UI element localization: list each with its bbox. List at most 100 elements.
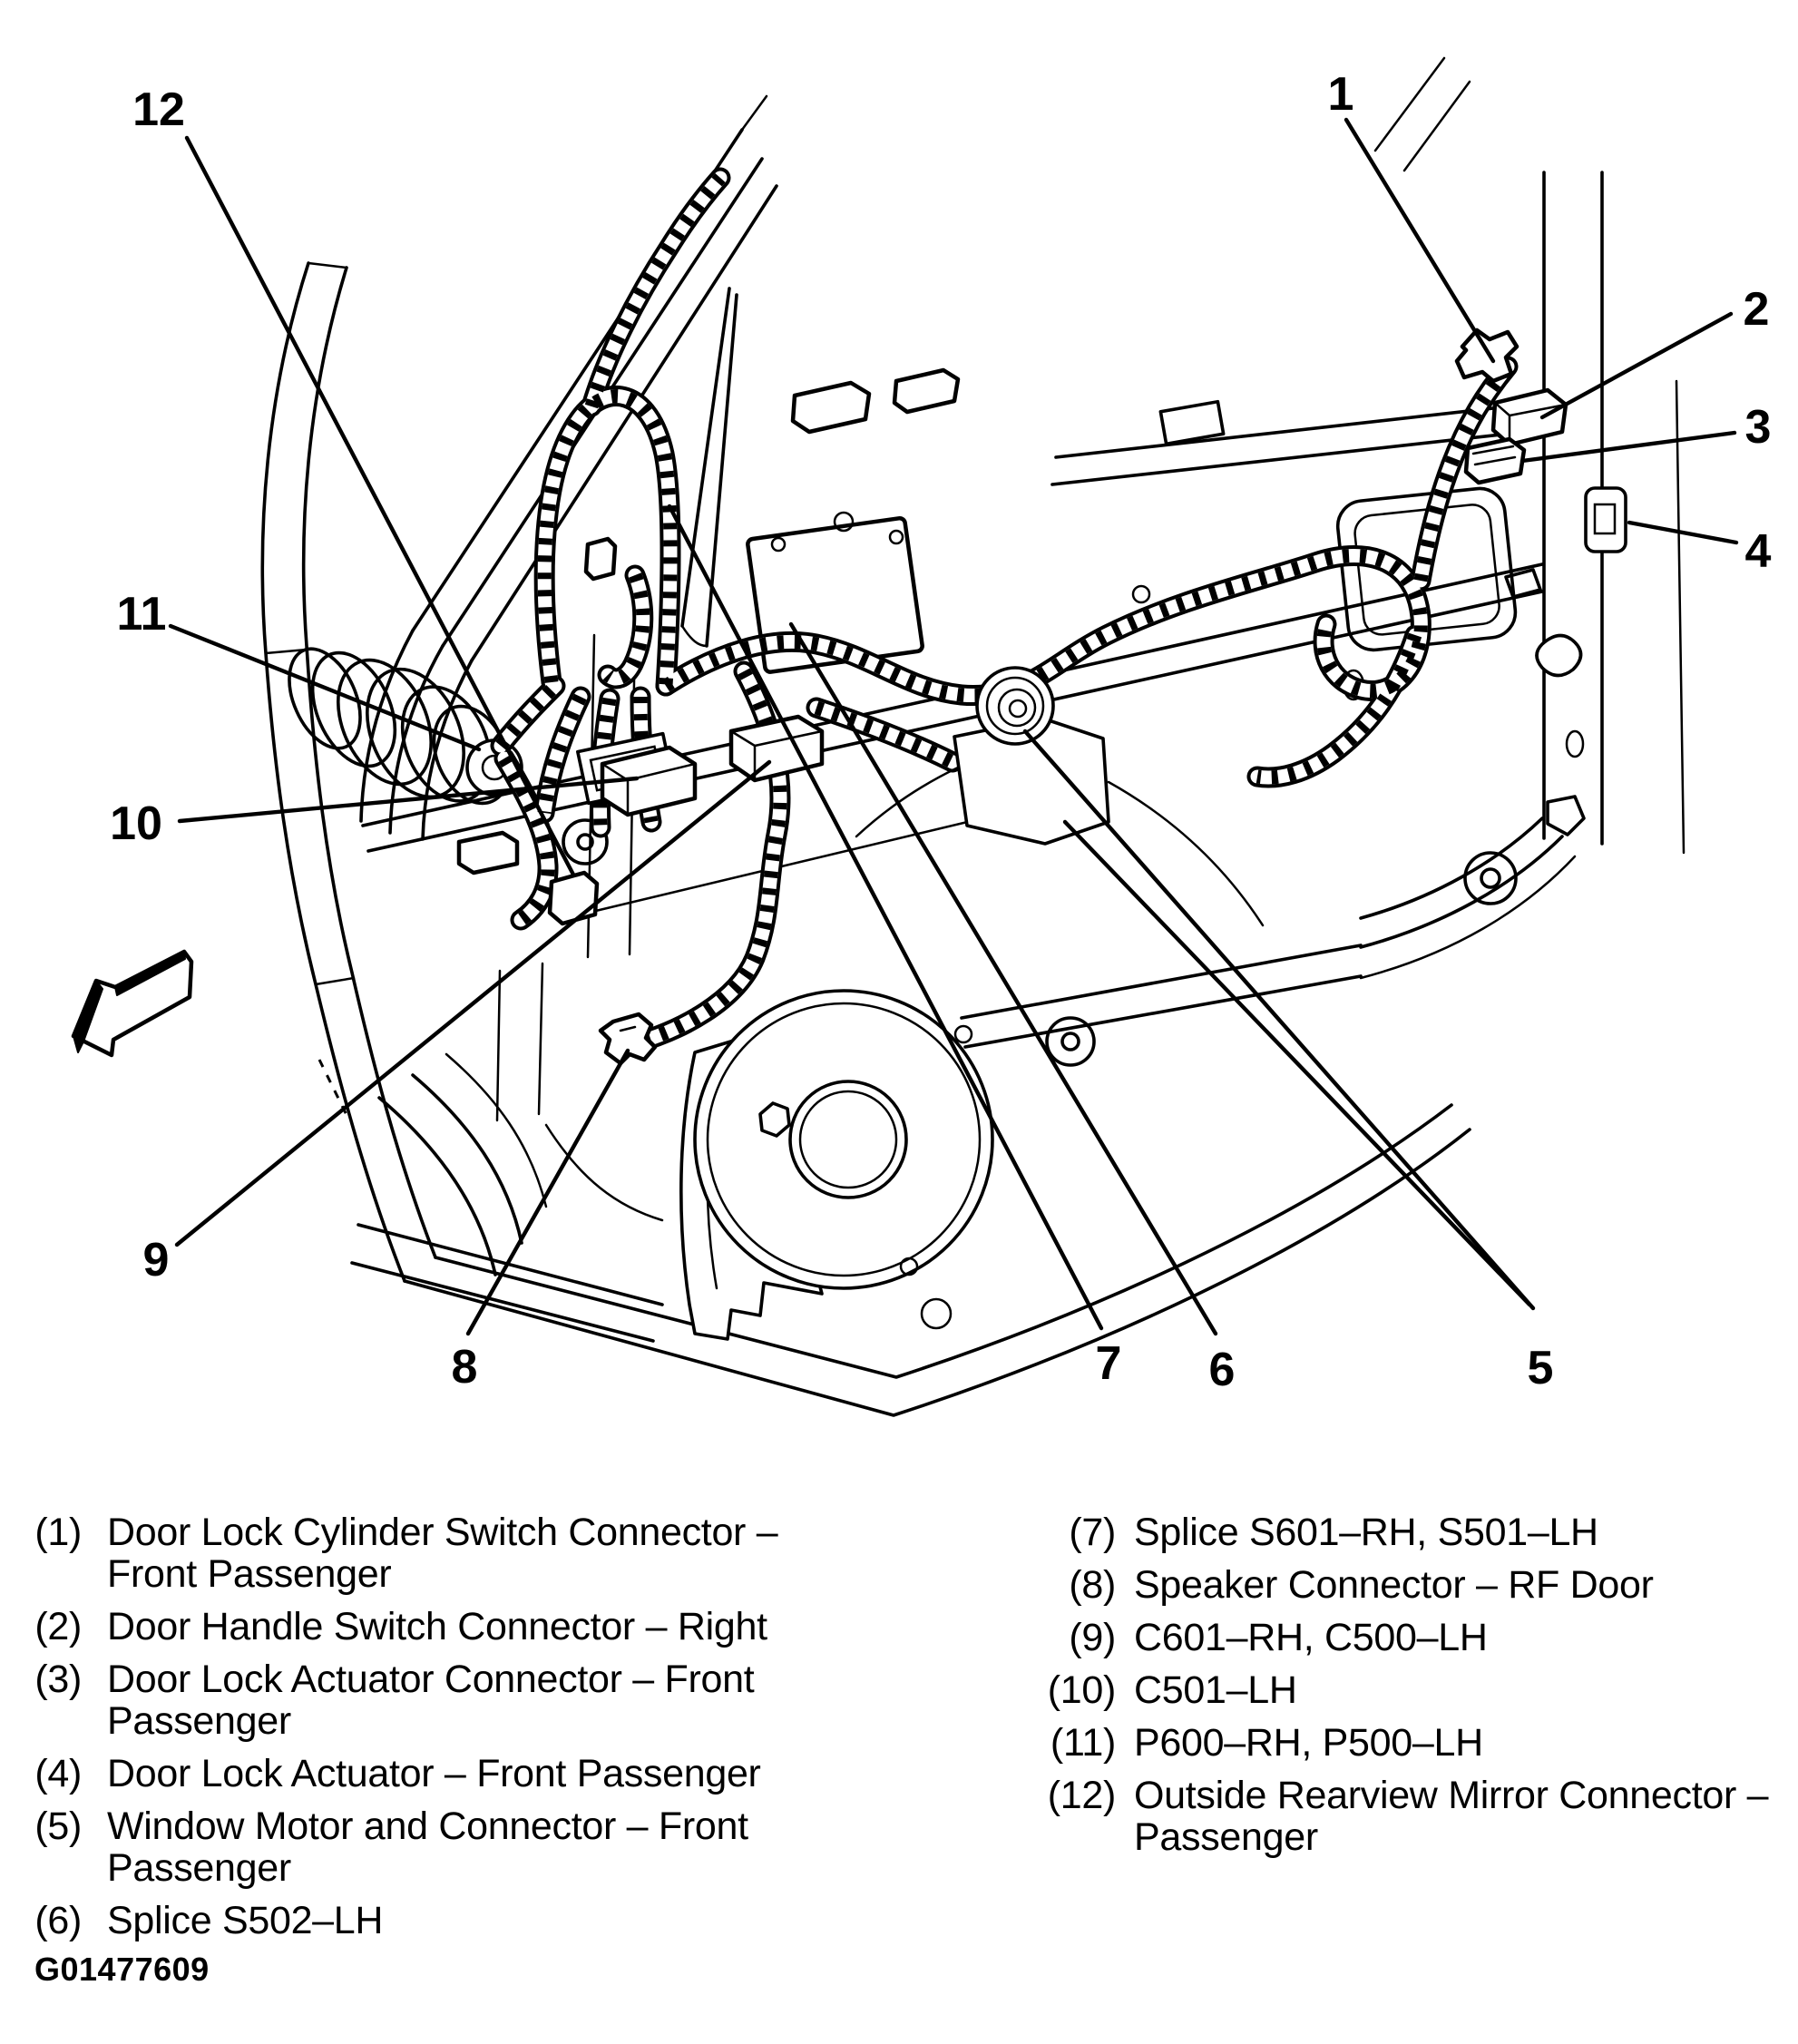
channel-line	[495, 969, 502, 1122]
hinge-edge-inner	[301, 266, 437, 1259]
card-screw	[888, 529, 904, 545]
legend-item-11: (11) P600–RH, P500–LH	[1029, 1722, 1791, 1764]
callout-11-leader	[168, 623, 482, 752]
callout-4-leader	[1627, 520, 1739, 545]
legend-item-2: (2) Door Handle Switch Connector – Right	[27, 1606, 862, 1648]
junction-connector	[892, 367, 961, 415]
legend-item-7-text: Splice S601–RH, S501–LH	[1134, 1511, 1598, 1554]
harness-clip	[583, 536, 618, 582]
upper-panel-line	[1054, 401, 1544, 459]
harness-bracket	[1158, 399, 1226, 446]
callout-8-leader	[465, 1048, 630, 1336]
figure-id: G01477609	[34, 1951, 210, 1988]
arrow-tip	[73, 1035, 84, 1053]
front-pillar-curve	[388, 644, 445, 835]
legend-item-8-number: (8)	[1069, 1563, 1116, 1607]
callout-9-number: 9	[143, 1234, 170, 1286]
legend-item-12: (12) Outside Rearview Mirror Connector –…	[1029, 1775, 1791, 1858]
legend-item-12-number: (12)	[1047, 1774, 1117, 1817]
channel-line	[537, 962, 544, 1116]
callout-5-leader	[1062, 819, 1532, 1307]
lock-actuator-connector-hatch	[1471, 445, 1517, 466]
speaker-rim-inner	[706, 1002, 982, 1277]
callout-7-number: 7	[1096, 1337, 1122, 1390]
legend-item-6-number: (6)	[34, 1899, 82, 1942]
callouts: 1 2 3 4 5 6	[110, 68, 1771, 1396]
legend-item-12-text: Outside Rearview Mirror Connector – Pass…	[1134, 1774, 1769, 1859]
callout-1-leader	[1344, 117, 1496, 364]
latch-pillar-outer	[1675, 379, 1686, 855]
door-lock-actuator-detail	[1593, 503, 1617, 535]
callout-9: 9	[143, 759, 772, 1286]
legend-item-8-text: Speaker Connector – RF Door	[1134, 1563, 1654, 1607]
impact-beam	[963, 974, 1363, 1049]
panel-hole	[1045, 1016, 1096, 1067]
speaker-cone-inner	[798, 1090, 898, 1189]
legend-item-6-text: Splice S502–LH	[107, 1899, 384, 1942]
panel-hole	[920, 1297, 953, 1330]
callout-6: 6	[788, 621, 1235, 1396]
lock-cylinder-switch-connector	[1454, 328, 1520, 384]
access-panel	[1335, 486, 1518, 652]
pillar-hardware	[1546, 795, 1586, 836]
opening-corner	[1359, 855, 1577, 980]
panel-hole	[562, 818, 609, 866]
small-connector	[456, 830, 520, 875]
pillar-hardware	[1535, 633, 1583, 678]
opening-corner	[1359, 835, 1564, 949]
callout-5-leader	[1022, 729, 1536, 1311]
callout-3-number: 3	[1745, 401, 1772, 454]
callout-12: 12	[132, 83, 576, 877]
speaker-connector-detail	[619, 1025, 637, 1032]
callout-10-number: 10	[110, 797, 162, 850]
legend-item-5: (5) Window Motor and Connector – Front P…	[27, 1805, 862, 1889]
hinge-edge-tick	[307, 261, 348, 269]
legend-item-10-text: C501–LH	[1134, 1668, 1297, 1712]
legend-item-9: (9) C601–RH, C500–LH	[1029, 1617, 1791, 1658]
opening-arc	[445, 1052, 548, 1208]
door-lock-actuator-body	[1584, 486, 1627, 553]
callout-10-leader	[177, 776, 640, 824]
opening-lip	[544, 1123, 664, 1222]
door-bottom-edge	[403, 1128, 1471, 1417]
pillar-hole	[1565, 729, 1585, 758]
mirror-mount-triangle	[680, 624, 708, 648]
map-pocket	[357, 1223, 664, 1306]
legend-left-column: (1) Door Lock Cylinder Switch Connector …	[27, 1511, 862, 1952]
legend-item-9-text: C601–RH, C500–LH	[1134, 1616, 1488, 1659]
legend-item-9-number: (9)	[1069, 1616, 1116, 1659]
legend-item-10: (10) C501–LH	[1029, 1669, 1791, 1711]
front-pillar-curve	[359, 629, 415, 823]
callout-8-number: 8	[452, 1341, 478, 1394]
callout-9-leader	[174, 759, 772, 1247]
window-frame-line	[470, 184, 778, 662]
speaker-screw	[899, 1257, 919, 1276]
legend-item-1: (1) Door Lock Cylinder Switch Connector …	[27, 1511, 862, 1595]
callout-12-leader	[184, 135, 576, 877]
callout-6-leader	[788, 621, 1218, 1336]
callout-11: 11	[117, 588, 482, 752]
hinge-edge	[260, 261, 406, 1283]
legend-item-4: (4) Door Lock Actuator – Front Passenger	[27, 1753, 862, 1795]
legend-item-3-text: Door Lock Actuator Connector – Front Pas…	[107, 1658, 755, 1743]
legend-item-6: (6) Splice S502–LH	[27, 1900, 862, 1941]
legend-item-2-number: (2)	[34, 1605, 82, 1648]
panel-hole	[576, 833, 594, 851]
window-frame-tip	[740, 94, 768, 132]
front-pillar-curve	[421, 659, 474, 841]
legend-item-7: (7) Splice S601–RH, S501–LH	[1029, 1511, 1791, 1553]
callout-1: 1	[1328, 68, 1496, 364]
legend-item-1-number: (1)	[34, 1511, 82, 1554]
callout-2-leader	[1539, 311, 1734, 420]
connector-c501	[600, 745, 698, 817]
speaker-screw	[953, 1024, 973, 1044]
panel-hole	[833, 511, 855, 533]
legend-right-column: (7) Splice S601–RH, S501–LH (8) Speaker …	[1029, 1511, 1791, 1869]
callout-10: 10	[110, 776, 640, 850]
legend-item-4-number: (4)	[34, 1752, 82, 1795]
belt-line	[366, 590, 1544, 853]
speaker-nut	[758, 1101, 791, 1138]
impact-beam	[960, 944, 1363, 1020]
